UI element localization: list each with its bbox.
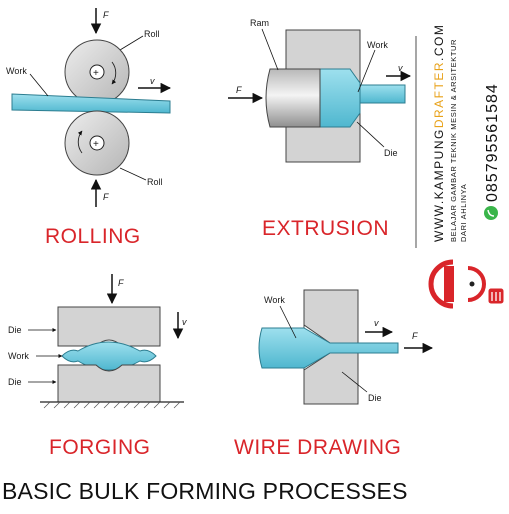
wire-drawing-die-label: Die — [368, 393, 382, 403]
forging-work-piece — [61, 341, 157, 371]
forging-die-bottom-label: Die — [8, 377, 22, 387]
wire-drawing-work — [258, 327, 399, 369]
brand-phone: 085795561584 — [484, 83, 501, 202]
extrusion-force-label: F — [236, 85, 242, 95]
rolling-work-strip — [11, 93, 171, 114]
rolling-top-rotation-arrow — [111, 61, 117, 85]
wire-drawing-diagram: Work v F Die WIRE DRAWING — [234, 289, 434, 459]
rolling-force-bottom-label: F — [103, 192, 109, 202]
rolling-diagram: F Roll + + Work v Roll F ROLLING — [6, 8, 172, 248]
extrusion-work-billet — [319, 68, 361, 128]
wire-drawing-work-label: Work — [264, 295, 285, 305]
rolling-force-top-label: F — [103, 10, 109, 20]
wire-drawing-die-leader — [341, 371, 368, 393]
rolling-roll-top-leader — [119, 35, 144, 51]
rolling-roll-top-label: Roll — [144, 29, 160, 39]
branding-block: WWW.KAMPUNGDRAFTER.COM BELAJAR GAMBAR TE… — [415, 24, 505, 309]
extrusion-work-label: Work — [367, 40, 388, 50]
extrusion-die-label: Die — [384, 148, 398, 158]
extrusion-ram — [265, 68, 321, 128]
extrusion-die-leader — [356, 121, 385, 148]
forging-title: FORGING — [49, 436, 151, 459]
forging-work-label: Work — [8, 351, 29, 361]
rolling-work-leader — [29, 73, 49, 97]
rolling-top-roll-axle — [89, 64, 105, 80]
rolling-roll-bottom-leader — [119, 167, 147, 181]
forging-top-die — [57, 306, 161, 347]
rolling-roll-bottom-label: Roll — [147, 177, 163, 187]
svg-text:+: + — [93, 68, 99, 79]
brand-url: WWW.KAMPUNGDRAFTER.COM — [432, 24, 446, 242]
rolling-velocity-label: v — [150, 76, 155, 86]
svg-text:+: + — [93, 139, 99, 150]
wire-drawing-work-leader — [279, 305, 297, 339]
forging-bottom-die — [57, 364, 161, 403]
wire-drawing-velocity-label: v — [374, 318, 379, 328]
forging-ground-hatch — [43, 401, 181, 409]
forging-force-label: F — [118, 278, 124, 288]
extrusion-velocity-label: v — [398, 63, 403, 73]
rolling-bottom-rotation-arrow — [77, 130, 83, 154]
forging-die-top-label: Die — [8, 325, 22, 335]
whatsapp-icon — [484, 206, 498, 220]
brand-tagline-line1: BELAJAR GAMBAR TEKNIK MESIN & ARSITEKTUR — [449, 39, 458, 242]
extrusion-ram-label: Ram — [250, 18, 269, 28]
kampung-drafter-logo-icon — [428, 259, 505, 309]
extrusion-work-leader — [357, 49, 376, 93]
footer-title: BASIC BULK FORMING PROCESSES — [2, 478, 408, 504]
extrusion-ram-leader — [261, 28, 279, 71]
extrusion-diagram: Ram Work v F Die EXTRUSION — [228, 18, 412, 240]
extrusion-work-extrudate — [359, 84, 406, 104]
wire-drawing-title: WIRE DRAWING — [234, 436, 401, 459]
rolling-work-label: Work — [6, 66, 27, 76]
rolling-title: ROLLING — [45, 225, 141, 248]
extrusion-title: EXTRUSION — [262, 217, 389, 240]
forging-velocity-label: v — [182, 317, 187, 327]
wire-drawing-force-label: F — [412, 331, 418, 341]
rolling-bottom-roll-axle — [89, 135, 105, 151]
brand-tagline-line2: DARI AHLINYA — [459, 184, 468, 242]
forging-diagram: F v Die Work Die FORGING — [8, 274, 187, 459]
